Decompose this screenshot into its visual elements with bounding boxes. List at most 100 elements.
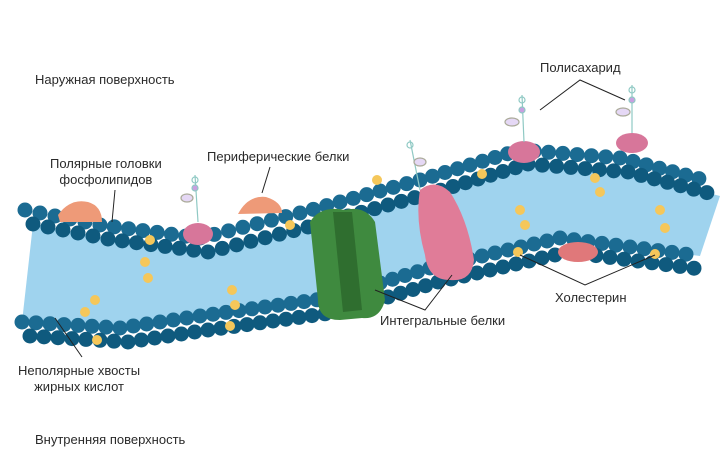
phospholipid-head — [106, 219, 122, 235]
phospholipid-head — [98, 319, 114, 335]
phospholipid-head — [78, 331, 94, 347]
phospholipid-head — [28, 315, 44, 331]
phospholipid-head — [149, 224, 165, 240]
phospholipid-head — [630, 253, 646, 269]
phospholipid-head — [32, 205, 48, 221]
phospholipid-head — [235, 219, 251, 235]
peripheral-protein-bottom — [558, 242, 598, 262]
cholesterol-molecule — [80, 307, 90, 317]
peripheral-protein-left — [58, 201, 102, 222]
integral-proteins-label: Интегральные белки — [380, 313, 506, 328]
polar-heads-pointer — [111, 189, 116, 223]
polysaccharide-chain-3 — [504, 94, 526, 143]
phospholipid-head — [160, 328, 176, 344]
phospholipid-head — [500, 242, 516, 258]
phospholipid-head — [133, 332, 149, 348]
phospholipid-head — [608, 237, 624, 253]
tails-pointer — [54, 317, 83, 358]
cholesterol-molecule — [145, 235, 155, 245]
phospholipid-head — [563, 159, 579, 175]
cholesterol-molecule — [655, 205, 665, 215]
phospholipid-head — [106, 333, 122, 349]
phospholipid-head — [636, 241, 652, 257]
phospholipid-head — [678, 246, 694, 262]
integral-protein-pink — [418, 184, 474, 281]
phospholipid-head — [171, 240, 187, 256]
phospholipid-head — [200, 244, 216, 260]
cholesterol-molecule — [227, 285, 237, 295]
phospholipid-head — [487, 150, 503, 165]
glycoprotein-3 — [616, 133, 648, 153]
phospholipid-head — [120, 334, 136, 350]
cholesterol-molecule — [513, 247, 523, 257]
nonpolar-tails-label-line1: Неполярные хвосты — [18, 363, 141, 378]
phospholipid-head — [437, 165, 453, 180]
phospholipid-head — [552, 230, 568, 246]
phospholipid-head — [541, 144, 557, 160]
phospholipid-head — [214, 240, 230, 256]
phospholipid-head — [495, 259, 511, 275]
nonpolar-tails-label-line2: жирных кислот — [34, 379, 125, 394]
phospholipid-head — [173, 326, 189, 342]
phospholipid-head — [121, 221, 137, 237]
phospholipid-head — [70, 225, 86, 241]
phospholipid-head — [84, 318, 100, 334]
phospholipid-head — [283, 295, 299, 311]
phospholipid-head — [521, 253, 537, 269]
phospholipid-head — [487, 245, 503, 261]
phospholipid-head — [40, 219, 56, 235]
cholesterol-molecule — [372, 175, 382, 185]
phospholipid-head — [42, 316, 58, 332]
polar-heads-label-line2: фосфолипидов — [59, 172, 153, 187]
cholesterol-molecule — [230, 300, 240, 310]
phospholipid-head — [244, 301, 260, 317]
phospholipid-head — [616, 251, 632, 267]
phospholipid-head — [508, 256, 524, 272]
glycoprotein-2 — [508, 141, 540, 163]
phospholipid-head — [165, 312, 181, 328]
phospholipid-head — [263, 212, 279, 228]
phospholipid-head — [534, 250, 550, 266]
polar-heads-label-line1: Полярные головки — [50, 156, 162, 171]
phospholipid-head — [534, 157, 550, 173]
phospholipid-head — [483, 167, 498, 183]
phospholipid-head — [55, 222, 71, 238]
phospholipid-head — [462, 157, 478, 173]
phospholipid-head — [296, 294, 312, 310]
nonpolar-tails-label: Неполярные хвосты жирных кислот — [18, 363, 140, 395]
inner-surface-label: Внутренняя поверхность — [35, 432, 186, 447]
phospholipid-head — [407, 190, 423, 206]
phospholipid-head — [218, 304, 234, 320]
phospholipid-head — [598, 149, 614, 165]
peripheral-proteins-label: Периферические белки — [207, 149, 350, 164]
phospholipid-head — [385, 179, 401, 195]
phospholipid-head — [686, 260, 702, 276]
phospholipid-head — [47, 208, 63, 224]
phospholipid-head — [359, 187, 375, 203]
polysaccharide-chains — [180, 85, 636, 223]
phospholipid-head — [239, 317, 255, 333]
phospholipid-head — [469, 265, 485, 281]
phospholipid-head — [114, 233, 130, 249]
cholesterol-molecule — [90, 295, 100, 305]
polysaccharide-label: Полисахарид — [540, 60, 621, 75]
integral-pointer — [374, 274, 453, 311]
phospholipid-head — [445, 179, 461, 194]
phospholipid-head — [393, 193, 409, 209]
phospholipid-head — [129, 235, 145, 251]
phospholipid-head — [243, 233, 259, 249]
phospholipid-head — [673, 178, 689, 194]
phospholipid-head — [393, 285, 408, 301]
cholesterol-molecule — [515, 205, 525, 215]
phospholipid-head — [555, 145, 571, 161]
phospholipid-head — [50, 330, 66, 346]
phospholipid-head — [64, 331, 80, 347]
phospholipid-head — [410, 264, 425, 280]
phospholipid-head — [36, 329, 52, 345]
phospholipid-head — [474, 248, 490, 264]
phospholipid-head — [622, 239, 638, 255]
phospholipid-head — [25, 216, 41, 232]
phospholipid-head — [583, 148, 599, 164]
phospholipid-head — [205, 306, 221, 322]
